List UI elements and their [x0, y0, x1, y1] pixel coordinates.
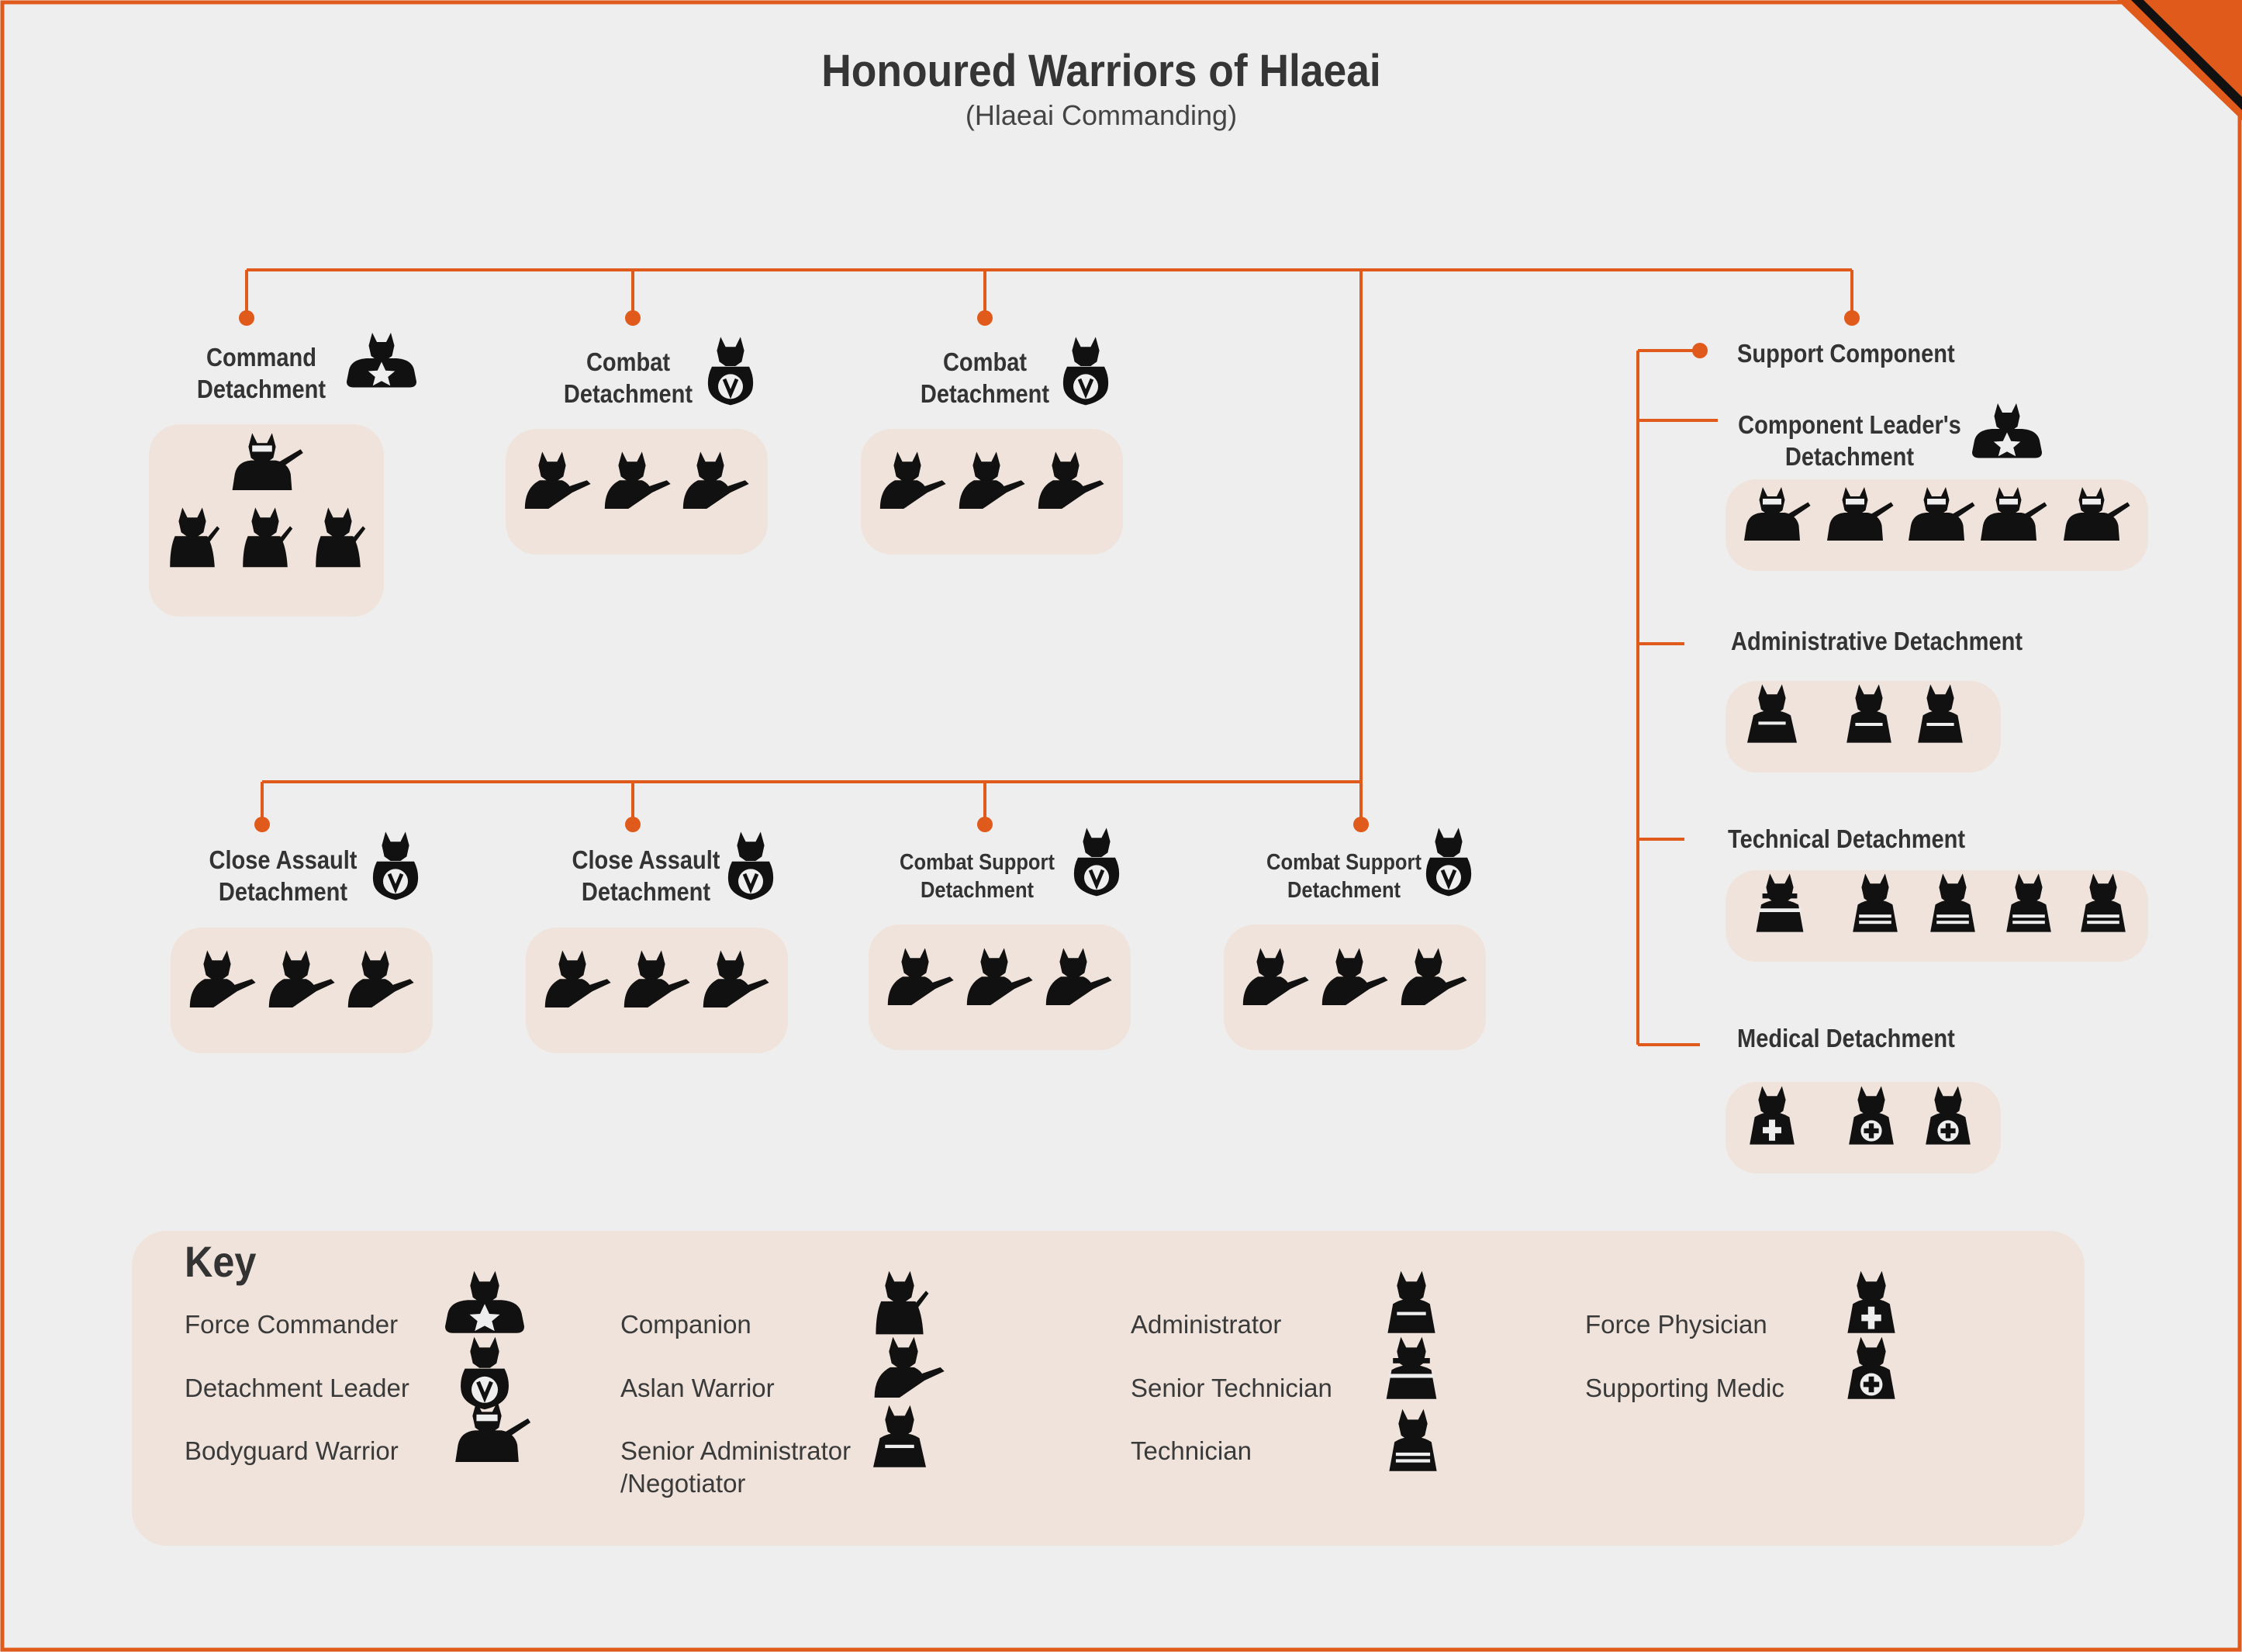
technical-label: Technical Detachment — [1728, 824, 1966, 853]
force-commander-icon — [1972, 403, 2042, 458]
key-label-senior-technician: Senior Technician — [1131, 1374, 1332, 1402]
medical-label: Medical Detachment — [1737, 1024, 1955, 1052]
key-label-technician: Technician — [1131, 1436, 1252, 1465]
key-label-senior-administrator: Senior Administrator /Negotiator — [620, 1436, 852, 1498]
key-label-administrator: Administrator — [1131, 1310, 1282, 1339]
key-label-force-physician: Force Physician — [1585, 1310, 1767, 1339]
key-label-detachment-leader: Detachment Leader — [185, 1374, 409, 1402]
key-label-supporting-medic: Supporting Medic — [1585, 1374, 1784, 1402]
connector-dots — [239, 310, 1860, 832]
key-label-aslan-warrior: Aslan Warrior — [620, 1374, 775, 1402]
corner-tab-inner — [2144, 0, 2242, 97]
connector-lines — [245, 268, 1853, 1046]
support-component-label: Support Component — [1737, 339, 1955, 368]
administrative-label: Administrative Detachment — [1731, 627, 2023, 655]
page-subtitle: (Hlaeai Commanding) — [965, 99, 1238, 131]
page-title: Honoured Warriors of Hlaeai — [821, 46, 1381, 96]
key-title: Key — [185, 1237, 257, 1286]
key-label-bodyguard-warrior: Bodyguard Warrior — [185, 1436, 399, 1465]
detachment-leader-icon — [1074, 828, 1119, 896]
key-label-force-commander: Force Commander — [185, 1310, 399, 1339]
key-panel — [132, 1231, 2085, 1546]
key-label-companion: Companion — [620, 1310, 751, 1339]
